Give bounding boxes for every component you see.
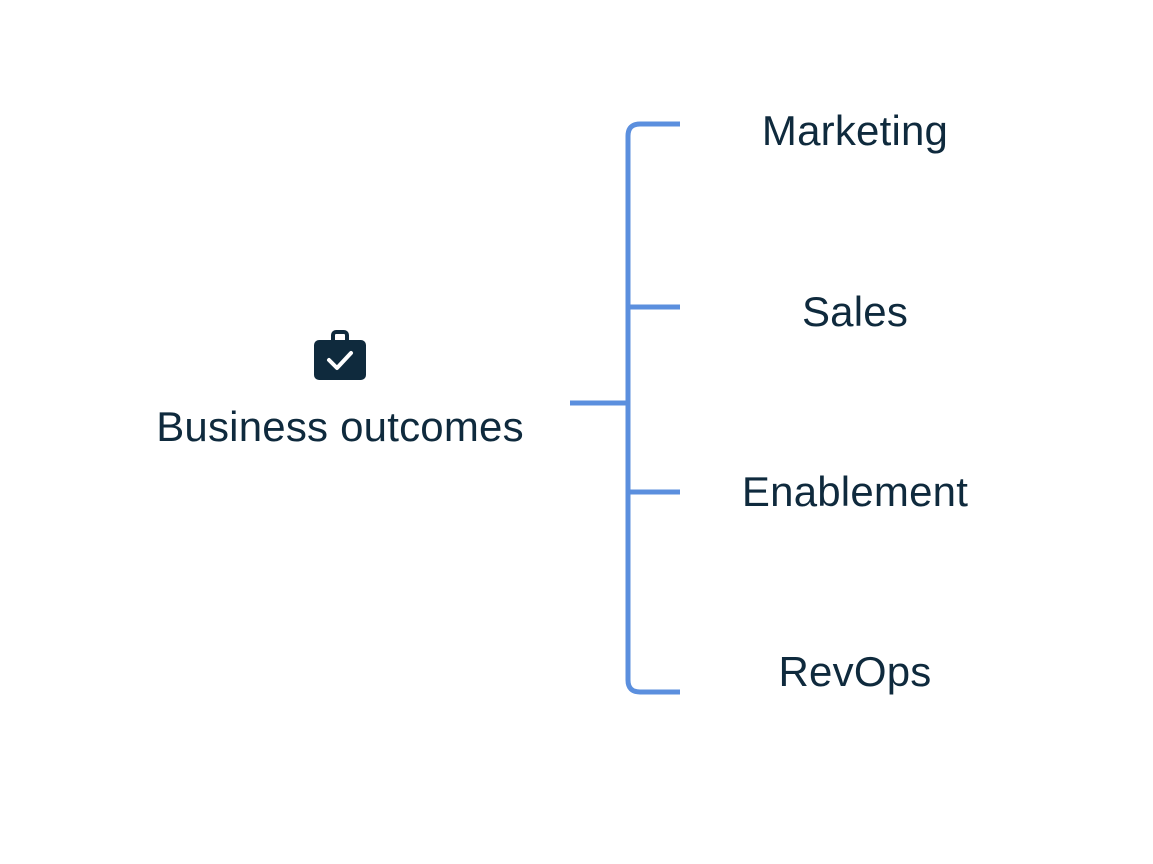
branch-label-marketing: Marketing [761, 107, 949, 154]
root-label: Business outcomes [156, 403, 524, 450]
bracket-spine [625, 121, 680, 695]
branch-label-enablement: Enablement [741, 468, 969, 515]
branch-label-revops: RevOps [778, 648, 932, 695]
branch-label-sales: Sales [801, 288, 909, 335]
briefcase-check-icon [314, 330, 366, 380]
root-node: Business outcomes [120, 328, 560, 448]
